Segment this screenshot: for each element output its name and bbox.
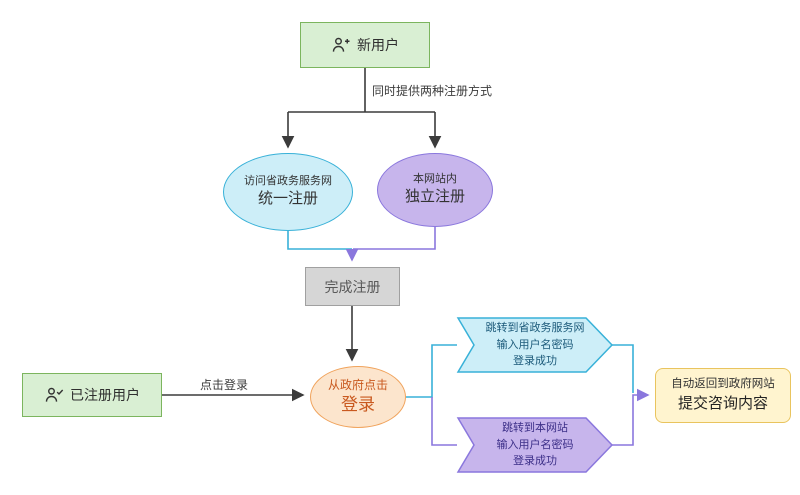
- return-gov-line1: 自动返回到政府网站: [671, 377, 775, 390]
- gov-login-line1: 跳转到省政务服务网: [485, 322, 585, 335]
- unified-register-line1: 访问省政务服务网: [244, 175, 332, 188]
- edge-label-two-methods: 同时提供两种注册方式: [372, 84, 493, 98]
- login-line2: 登录: [340, 395, 375, 415]
- gov-login-ribbon: [456, 317, 614, 373]
- new-user-node: 新用户: [300, 22, 430, 68]
- edge-login-to-sitelogin: [431, 397, 457, 446]
- complete-register-label: 完成注册: [324, 278, 381, 295]
- site-login-text: 跳转到本网站 输入用户名密码 登录成功: [470, 420, 600, 470]
- return-gov-node: 自动返回到政府网站 提交咨询内容: [655, 368, 791, 423]
- independent-register-line2: 独立注册: [404, 188, 465, 206]
- independent-register-line1: 本网站内: [412, 173, 457, 186]
- login-line1: 从政府点击: [327, 377, 388, 392]
- edge-login-to-govlogin: [406, 344, 457, 398]
- edge-label-click-login: 点击登录: [200, 378, 249, 392]
- registered-user-label: 已注册用户: [70, 387, 140, 403]
- site-login-ribbon: [456, 417, 614, 473]
- site-login-line1: 跳转到本网站: [502, 422, 568, 435]
- gov-login-text: 跳转到省政务服务网 输入用户名密码 登录成功: [470, 320, 600, 370]
- edge-independent-merge: [353, 227, 436, 250]
- edge-sitelogin-to-return: [612, 388, 650, 446]
- site-login-line3: 登录成功: [513, 455, 557, 468]
- login-node: 从政府点击 登录: [310, 366, 406, 428]
- unified-register-node: 访问省政务服务网 统一注册: [223, 153, 353, 231]
- gov-login-line2: 输入用户名密码: [496, 338, 574, 351]
- complete-register-node: 完成注册: [305, 267, 400, 306]
- independent-register-node: 本网站内 独立注册: [377, 153, 493, 227]
- edge-govlogin-converge: [612, 344, 634, 393]
- new-user-label: 新用户: [357, 37, 399, 53]
- unified-register-line2: 统一注册: [257, 190, 318, 208]
- gov-login-line3: 登录成功: [513, 355, 557, 368]
- registered-user-node: 已注册用户: [22, 373, 162, 417]
- site-login-line2: 输入用户名密码: [496, 438, 574, 451]
- return-gov-line2: 提交咨询内容: [677, 395, 768, 413]
- user-add-icon: [331, 35, 351, 55]
- edge-unified-merge: [287, 231, 352, 250]
- user-check-icon: [44, 385, 64, 405]
